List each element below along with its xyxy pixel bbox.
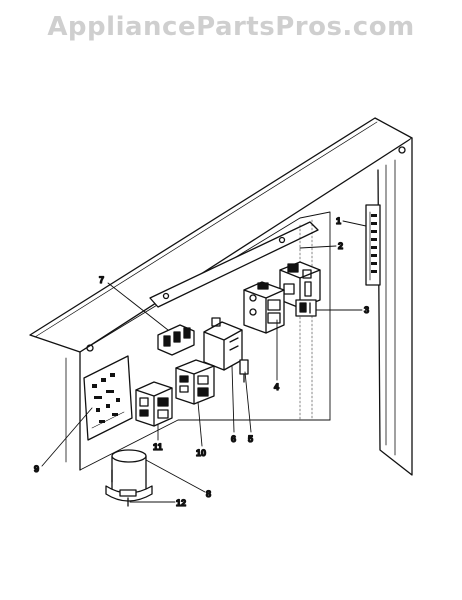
callout-5: 5 [248,434,253,444]
terminal-strip [365,204,381,286]
leader-lines [41,220,367,503]
watermark-logo: AppliancePartsPros.com [47,12,415,42]
fuse-component [239,359,249,383]
callout-2: 2 [338,241,343,251]
transformer [203,317,243,371]
relay-part-11 [135,381,173,427]
relay-part-3 [295,299,317,317]
callout-4: 4 [274,382,279,392]
callout-9: 9 [34,464,39,474]
relay-part-4 [243,281,285,334]
callout-1: 1 [336,216,341,226]
callout-7: 7 [99,275,104,285]
capacitor [111,449,147,496]
callout-8: 8 [206,489,211,499]
cabinet-housing [29,117,413,476]
callout-10: 10 [196,448,206,458]
callout-labels: 1 2 3 4 5 6 7 8 9 10 11 12 [33,215,369,508]
relay-part-10 [175,359,215,405]
contactor [279,261,321,309]
callout-12: 12 [176,498,186,508]
control-board [83,355,133,441]
callout-6: 6 [231,434,236,444]
callout-3: 3 [364,305,369,315]
capacitor-bracket [105,485,153,507]
terminal-block [157,324,195,356]
callout-11: 11 [153,442,163,452]
